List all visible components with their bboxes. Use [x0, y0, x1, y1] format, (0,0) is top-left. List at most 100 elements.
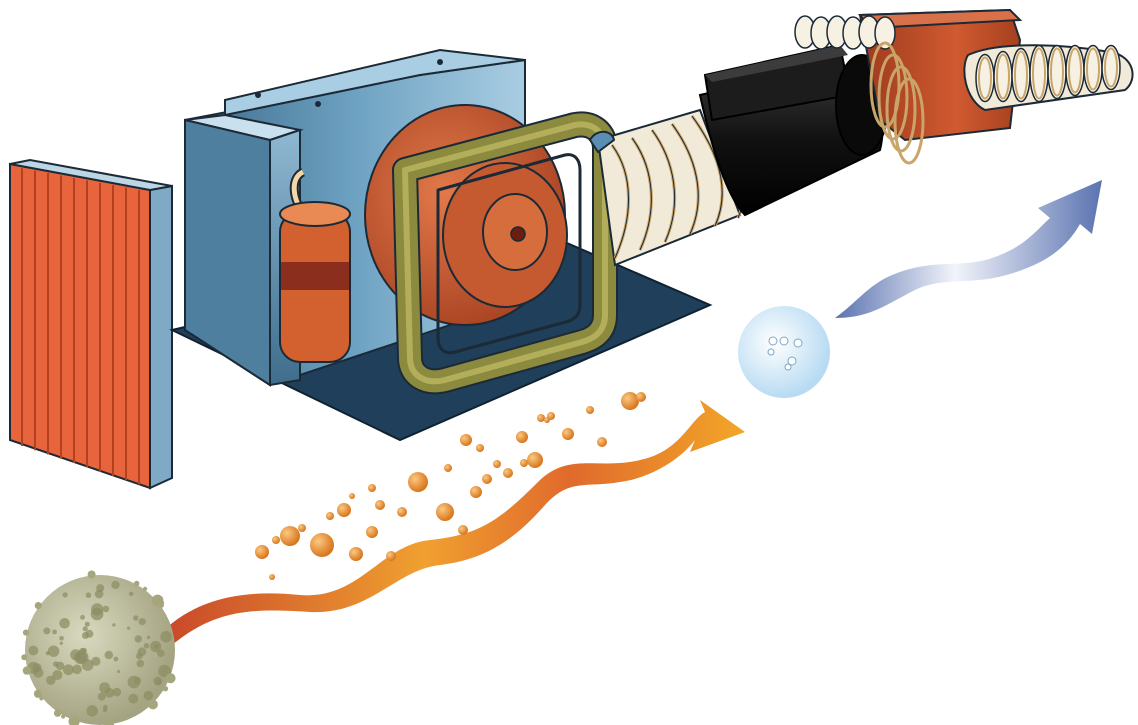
clean-bubble [738, 306, 830, 398]
dirt-speck [85, 622, 90, 627]
dirt-speck [72, 665, 82, 675]
particle [460, 434, 472, 446]
dirt-speck [133, 615, 138, 620]
dirt-speck-edge [148, 700, 158, 710]
dirt-speck [86, 592, 92, 598]
dirt-speck [59, 618, 70, 629]
dirt-speck [83, 626, 88, 631]
particle [597, 437, 607, 447]
pre-filter-panel [10, 160, 172, 488]
dirt-speck [154, 644, 159, 649]
particle [368, 484, 376, 492]
particle [562, 428, 574, 440]
particle [375, 500, 385, 510]
dirt-speck [147, 636, 150, 639]
particle [444, 464, 452, 472]
dirt-speck [92, 657, 101, 666]
particle [397, 507, 407, 517]
dirt-speck [144, 691, 154, 701]
particle [349, 493, 355, 499]
dirt-speck-edge [35, 602, 42, 609]
particle [482, 474, 492, 484]
dirt-speck [137, 660, 145, 668]
dirt-speck [33, 668, 43, 678]
inline-motor [700, 45, 888, 215]
dirt-speck [103, 708, 107, 712]
particle [527, 452, 543, 468]
dirt-speck [129, 592, 133, 596]
dirt-speck [160, 631, 172, 643]
dirt-speck [91, 603, 103, 615]
orange-flow-arrow [162, 400, 745, 645]
dirt-speck-edge [34, 690, 40, 696]
particle [272, 536, 280, 544]
particle [366, 526, 378, 538]
dirt-speck [138, 647, 147, 656]
dirt-speck [63, 664, 74, 675]
dirt-speck-edge [39, 696, 43, 700]
particle [269, 574, 275, 580]
particle [547, 412, 555, 420]
dirt-speck [128, 694, 138, 704]
clean-particle [780, 337, 788, 345]
dirt-speck [52, 670, 62, 680]
dirt-speck [48, 646, 59, 657]
particle [520, 459, 528, 467]
dirt-speck-edge [23, 666, 31, 674]
dirt-speck [134, 677, 141, 684]
particle [516, 431, 528, 443]
particle [255, 545, 269, 559]
dirt-speck [86, 705, 98, 717]
particle [493, 460, 501, 468]
particle [326, 512, 334, 520]
particle [310, 533, 334, 557]
dirt-speck-edge [61, 714, 65, 718]
dirt-speck [60, 642, 63, 645]
dirt-speck-edge [152, 595, 164, 607]
dirt-speck [127, 627, 130, 630]
particle [503, 468, 513, 478]
particle [537, 414, 545, 422]
dirt-speck [52, 630, 57, 635]
dirt-speck [59, 636, 64, 641]
dirt-speck [135, 635, 142, 642]
dirt-speck [98, 693, 106, 701]
dirt-speck [114, 657, 119, 662]
dirt-speck [103, 606, 110, 613]
blue-flow-arrow [835, 180, 1102, 318]
particle [386, 551, 396, 561]
particle [280, 526, 300, 546]
dirt-speck [105, 651, 113, 659]
dirt-speck [144, 643, 149, 648]
dirt-speck [156, 680, 161, 685]
dirt-speck [80, 615, 85, 620]
particle [476, 444, 484, 452]
dirt-speck-edge [166, 673, 176, 683]
dirt-speck [82, 632, 89, 639]
particle [436, 503, 454, 521]
dirt-speck-edge [88, 571, 96, 579]
dirt-speck [99, 682, 110, 693]
dirt-speck [112, 623, 115, 626]
particle [408, 472, 428, 492]
clean-particle [794, 339, 802, 347]
clean-particle [785, 364, 791, 370]
dirt-speck [139, 618, 146, 625]
clean-particle [768, 349, 774, 355]
dirt-speck-edge [21, 654, 27, 660]
particle [458, 525, 468, 535]
particle [621, 392, 639, 410]
particle [337, 503, 351, 517]
dirt-speck-edge [143, 587, 147, 591]
dirt-speck [29, 646, 39, 656]
particle [470, 486, 482, 498]
dirt-speck [56, 662, 64, 670]
particle [586, 406, 594, 414]
dirt-speck [117, 670, 120, 673]
particle [636, 392, 646, 402]
dirt-speck [111, 581, 119, 589]
dirt-speck [96, 584, 104, 592]
particle [298, 524, 306, 532]
